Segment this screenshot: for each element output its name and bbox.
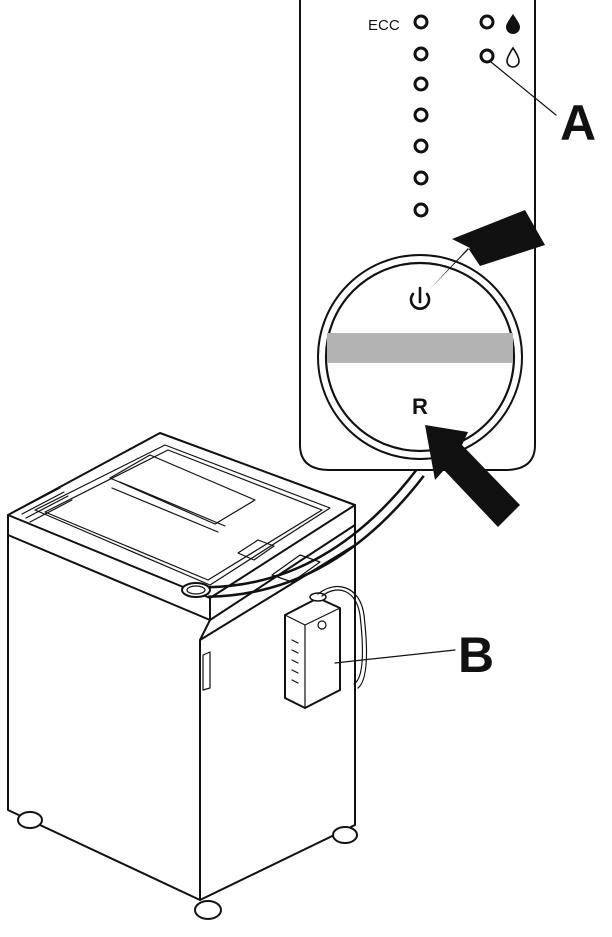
callout-a: A bbox=[560, 95, 596, 151]
control-panel: ECC R bbox=[299, 0, 557, 527]
callout-a-leader bbox=[490, 61, 557, 116]
callout-b: B bbox=[458, 627, 494, 683]
shredder-display bbox=[237, 539, 275, 561]
oil-empty-led bbox=[479, 48, 495, 64]
oil-indicator-leds bbox=[479, 14, 520, 68]
button-band bbox=[327, 333, 513, 363]
ecc-led-6 bbox=[413, 170, 429, 186]
shredder-cabinet-front bbox=[7, 534, 211, 901]
callout-b-leader bbox=[334, 649, 456, 664]
shredder-machine bbox=[7, 432, 456, 920]
caster-1 bbox=[17, 811, 43, 829]
water-drop-filled-icon bbox=[506, 14, 520, 34]
shredder-control-button bbox=[181, 582, 211, 598]
ecc-led-7 bbox=[413, 202, 429, 218]
reset-label: R bbox=[412, 394, 428, 419]
ecc-led-3 bbox=[413, 76, 429, 92]
caster-2 bbox=[194, 900, 222, 920]
power-reset-button: R bbox=[317, 254, 523, 460]
arrow-to-power-icon bbox=[430, 210, 545, 289]
water-drop-outline-icon bbox=[506, 46, 520, 68]
shredder-cabinet-side bbox=[199, 524, 356, 901]
oil-bottle bbox=[284, 585, 368, 709]
arrow-to-reset-icon bbox=[425, 425, 520, 527]
ecc-led-2 bbox=[413, 46, 429, 62]
ecc-led-4 bbox=[413, 107, 429, 123]
ecc-led-1 bbox=[413, 14, 429, 30]
ecc-led-column bbox=[413, 14, 429, 218]
power-icon bbox=[409, 286, 431, 310]
caster-3 bbox=[332, 826, 358, 844]
oil-full-led bbox=[479, 14, 495, 30]
ecc-label: ECC bbox=[368, 17, 400, 34]
ecc-led-5 bbox=[413, 138, 429, 154]
